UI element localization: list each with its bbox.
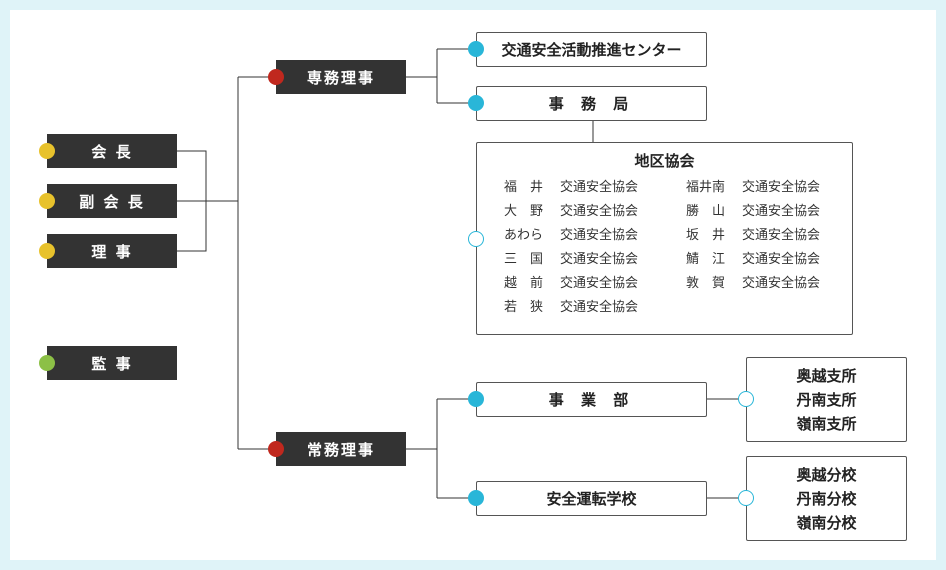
standing-director-box: 常務理事: [276, 432, 406, 466]
org-name: 交通安全協会: [560, 252, 639, 267]
place-name: 大 野: [504, 204, 544, 219]
org-name: 交通安全協会: [742, 228, 821, 243]
school-branches-list: 奥越分校 丹南分校 嶺南分校: [746, 463, 907, 535]
list-item: 鯖 江 交通安全協会: [686, 248, 820, 272]
list-item: 丹南分校: [796, 490, 857, 508]
safety-center-dot: [468, 41, 484, 57]
director-box: 理 事: [47, 234, 177, 268]
place-name: 三 国: [504, 252, 544, 267]
org-name: 交通安全協会: [560, 300, 639, 315]
branch-offices-list: 奥越支所 丹南支所 嶺南支所: [746, 364, 907, 436]
list-item: 嶺南支所: [796, 415, 857, 433]
safety-center-box: 交通安全活動推進センター: [476, 32, 707, 67]
vice-chairman-box: 副 会 長: [47, 184, 177, 218]
list-item: 敦 賀 交通安全協会: [686, 272, 820, 296]
regional-list-left: 福 井交通安全協会 大 野交通安全協会 あわら交通安全協会 三 国交通安全協会 …: [504, 176, 638, 320]
org-name: 交通安全協会: [742, 276, 821, 291]
vice-chairman-dot: [39, 193, 55, 209]
list-item: 三 国 交通安全協会: [504, 248, 638, 272]
list-item: 丹南支所: [796, 391, 857, 409]
org-name: 交通安全協会: [742, 204, 821, 219]
standing-director-dot: [268, 441, 284, 457]
executive-director-dot: [268, 69, 284, 85]
place-name: 勝 山: [686, 204, 726, 219]
auditor-box: 監 事: [47, 346, 177, 380]
list-item: 奥越支所: [796, 367, 857, 385]
list-item: あわら 交通安全協会: [504, 224, 638, 248]
org-name: 交通安全協会: [560, 228, 639, 243]
org-name: 交通安全協会: [560, 276, 639, 291]
chairman-dot: [39, 143, 55, 159]
list-item: 若 狭 交通安全協会: [504, 296, 638, 320]
regional-association-ring: [468, 231, 484, 247]
place-name: 鯖 江: [686, 252, 726, 267]
list-item: 大 野 交通安全協会: [504, 200, 638, 224]
place-name: 若 狭: [504, 300, 544, 315]
secretariat-box: 事 務 局: [476, 86, 707, 121]
place-name: 坂 井: [686, 228, 726, 243]
list-item: 越 前 交通安全協会: [504, 272, 638, 296]
place-name: 越 前: [504, 276, 544, 291]
school-branches-ring: [738, 490, 754, 506]
place-name: 福 井: [504, 180, 544, 195]
secretariat-dot: [468, 95, 484, 111]
place-name: あわら: [504, 228, 544, 243]
place-name: 敦 賀: [686, 276, 726, 291]
business-dept-dot: [468, 391, 484, 407]
list-item: 坂 井 交通安全協会: [686, 224, 820, 248]
org-name: 交通安全協会: [742, 252, 821, 267]
branch-offices-ring: [738, 391, 754, 407]
regional-list-right: 福井南交通安全協会 勝 山交通安全協会 坂 井交通安全協会 鯖 江交通安全協会 …: [686, 176, 820, 296]
executive-director-box: 専務理事: [276, 60, 406, 94]
list-item: 奥越分校: [796, 466, 857, 484]
list-item: 福 井 交通安全協会: [504, 176, 638, 200]
driving-school-box: 安全運転学校: [476, 481, 707, 516]
place-name: 福井南: [686, 180, 726, 195]
driving-school-dot: [468, 490, 484, 506]
list-item: 福井南 交通安全協会: [686, 176, 820, 200]
list-item: 勝 山 交通安全協会: [686, 200, 820, 224]
org-name: 交通安全協会: [560, 180, 639, 195]
regional-association-title: 地区協会: [634, 152, 695, 170]
org-name: 交通安全協会: [742, 180, 821, 195]
chairman-box: 会 長: [47, 134, 177, 168]
auditor-dot: [39, 355, 55, 371]
list-item: 嶺南分校: [796, 514, 857, 532]
org-name: 交通安全協会: [560, 204, 639, 219]
director-dot: [39, 243, 55, 259]
business-dept-box: 事 業 部: [476, 382, 707, 417]
